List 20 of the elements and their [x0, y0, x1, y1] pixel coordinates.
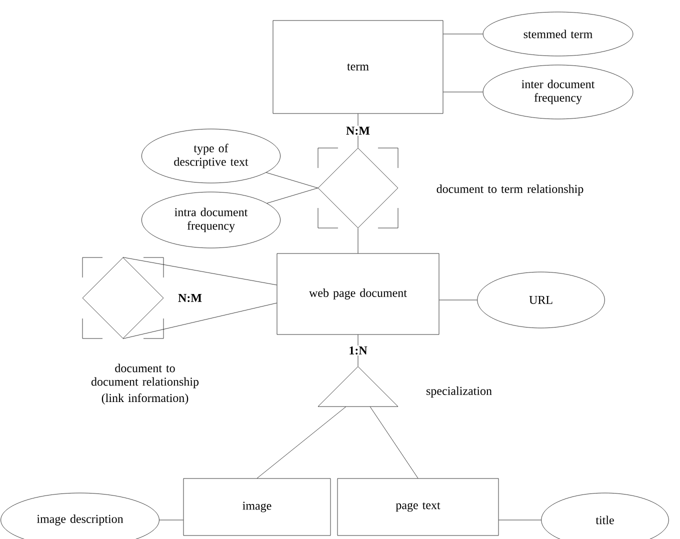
entity-box: image	[183, 478, 331, 536]
connector-line	[266, 172, 318, 188]
cardinality-label: N:M	[345, 126, 371, 136]
specialization-triangle	[318, 366, 398, 407]
connector-line	[256, 406, 346, 478]
entity-box: term	[272, 20, 444, 114]
relationship-diamond	[82, 257, 164, 339]
relationship-diamond	[318, 148, 398, 228]
connector-line	[122, 257, 277, 286]
connector-line	[370, 406, 418, 478]
cardinality-label: N:M	[178, 294, 202, 302]
node-caption: (link information)	[102, 394, 188, 404]
node-caption: specialization	[426, 386, 492, 398]
connector-line	[122, 302, 277, 339]
node-caption: document to term relationship	[436, 184, 584, 196]
connector-line	[266, 188, 318, 204]
entity-box: web page document	[276, 253, 440, 335]
entity-box: page text	[337, 478, 499, 536]
node-caption: document to document relationship	[91, 364, 199, 388]
cardinality-label: 1:N	[348, 345, 368, 356]
